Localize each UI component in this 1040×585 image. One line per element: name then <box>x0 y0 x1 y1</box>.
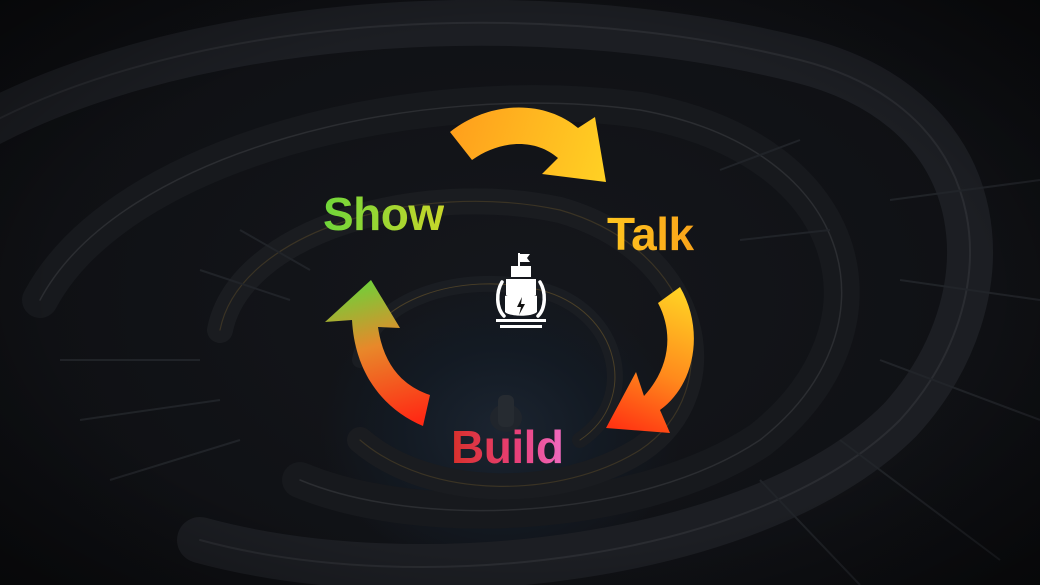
step-label-talk: Talk <box>607 208 694 260</box>
step-label-build: Build <box>451 421 564 473</box>
arrow-build-to-show <box>325 280 430 426</box>
step-label-show: Show <box>323 188 444 240</box>
arrow-talk-to-build <box>606 287 694 433</box>
arrow-show-to-talk <box>450 107 606 182</box>
ship-lightning-logo-icon <box>496 253 546 328</box>
